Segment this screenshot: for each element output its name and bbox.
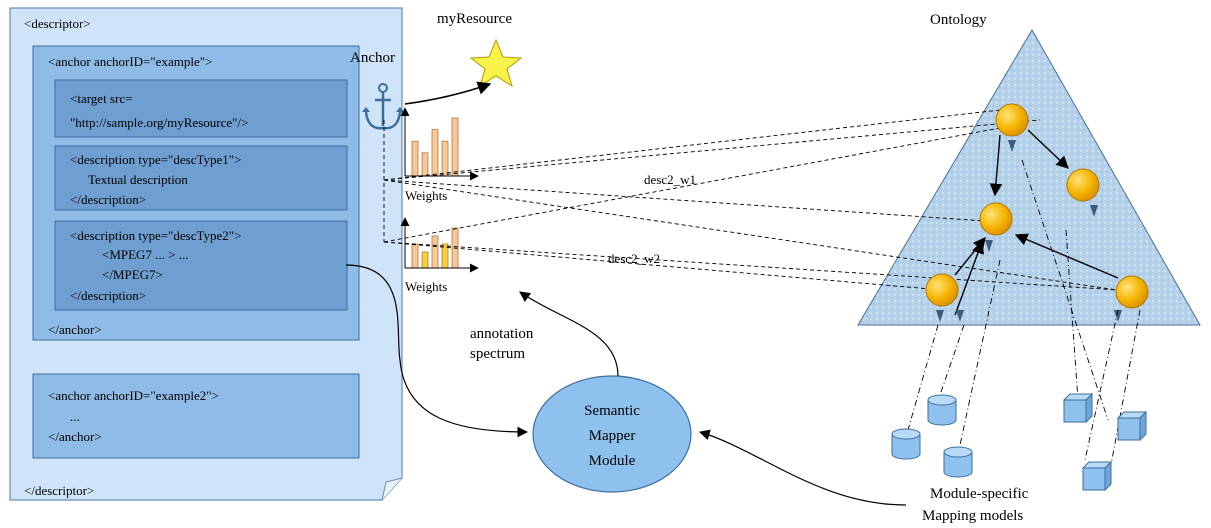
weights-bar (441, 140, 449, 177)
weights-bar (411, 140, 419, 177)
ontology-node-top (995, 103, 1029, 152)
cube-icon-3 (1081, 460, 1113, 492)
ontology-label: Ontology (930, 12, 987, 28)
annotation-label-line2: spectrum (470, 346, 525, 362)
target-line2: "http://sample.org/myResource"/> (70, 115, 248, 130)
ontology-node-left (925, 273, 964, 322)
desc1-line1: <description type="descType1"> (70, 152, 241, 167)
models-label-line2: Mapping models (922, 508, 1023, 524)
mapper-line2: Mapper (589, 428, 636, 444)
models-label-line1: Module-specific (930, 486, 1029, 502)
my-resource-label: myResource (437, 11, 512, 27)
ontology-node-bottom-right (1114, 275, 1149, 322)
anchor-label: Anchor (350, 50, 395, 66)
anchor-block-example: <anchor anchorID="example"> </anchor> <t… (32, 45, 360, 341)
desc1-box (54, 145, 348, 211)
weights-bar (411, 243, 419, 269)
descriptor-close-tag: </descriptor> (24, 483, 94, 498)
ontology-triangle (857, 29, 1201, 326)
mapper-line1: Semantic (584, 403, 640, 419)
weights-bar (421, 152, 429, 177)
weights-chart-2 (400, 217, 479, 273)
target-box (54, 79, 348, 138)
ontology-node-right (1066, 168, 1100, 217)
mapper-line3: Module (589, 453, 636, 469)
cube-icon-1 (1062, 392, 1094, 424)
ontology-edges (954, 129, 1119, 316)
weights-label-1: Weights (405, 188, 447, 203)
desc2-w2-label: desc2_w2 (608, 251, 660, 266)
desc1-line2: Textual description (88, 172, 188, 187)
anchor2-close-tag: </anchor> (48, 429, 102, 444)
cube-icon-2 (1116, 410, 1148, 442)
anchor2-middle: ... (70, 409, 80, 424)
weights-bar (431, 129, 439, 177)
weights-chart-1 (400, 107, 479, 181)
flow-arrows (345, 264, 907, 506)
weights-bar (431, 235, 439, 269)
anchor-icon (362, 83, 404, 130)
anchor-block-example2: <anchor anchorID="example2"> ... </ancho… (32, 373, 360, 459)
annotation-label-line1: annotation (470, 326, 534, 342)
desc2-line1: <description type="descType2"> (70, 228, 241, 243)
database-icon-2 (891, 428, 921, 460)
descriptor-open-tag: <descriptor> (24, 16, 91, 31)
desc2-line4: </description> (70, 288, 146, 303)
star-icon (469, 38, 523, 88)
ontology-node-center (979, 202, 1013, 252)
model-dashdot-lines (907, 159, 1141, 471)
database-icon-3 (943, 446, 973, 478)
weights-bar (421, 251, 429, 269)
desc2-line2: <MPEG7 ... > ... (102, 247, 189, 262)
weights-bar (451, 117, 459, 177)
database-icon-1 (927, 394, 957, 426)
mapping-dashed-lines (383, 109, 1131, 293)
anchor-open-tag: <anchor anchorID="example"> (48, 54, 212, 69)
anchor-close-tag: </anchor> (48, 322, 102, 337)
target-line1: <target src= (70, 91, 132, 106)
semantic-mapper-module: Semantic Mapper Module (532, 375, 692, 493)
desc2-w1-label: desc2_w1 (644, 172, 696, 187)
anchor2-open-tag: <anchor anchorID="example2"> (48, 388, 219, 403)
anchor-to-resource-arrow (404, 81, 492, 105)
desc2-box (54, 220, 348, 311)
desc1-line3: </description> (70, 192, 146, 207)
desc2-line3: </MPEG7> (102, 267, 163, 282)
weights-label-2: Weights (405, 279, 447, 294)
